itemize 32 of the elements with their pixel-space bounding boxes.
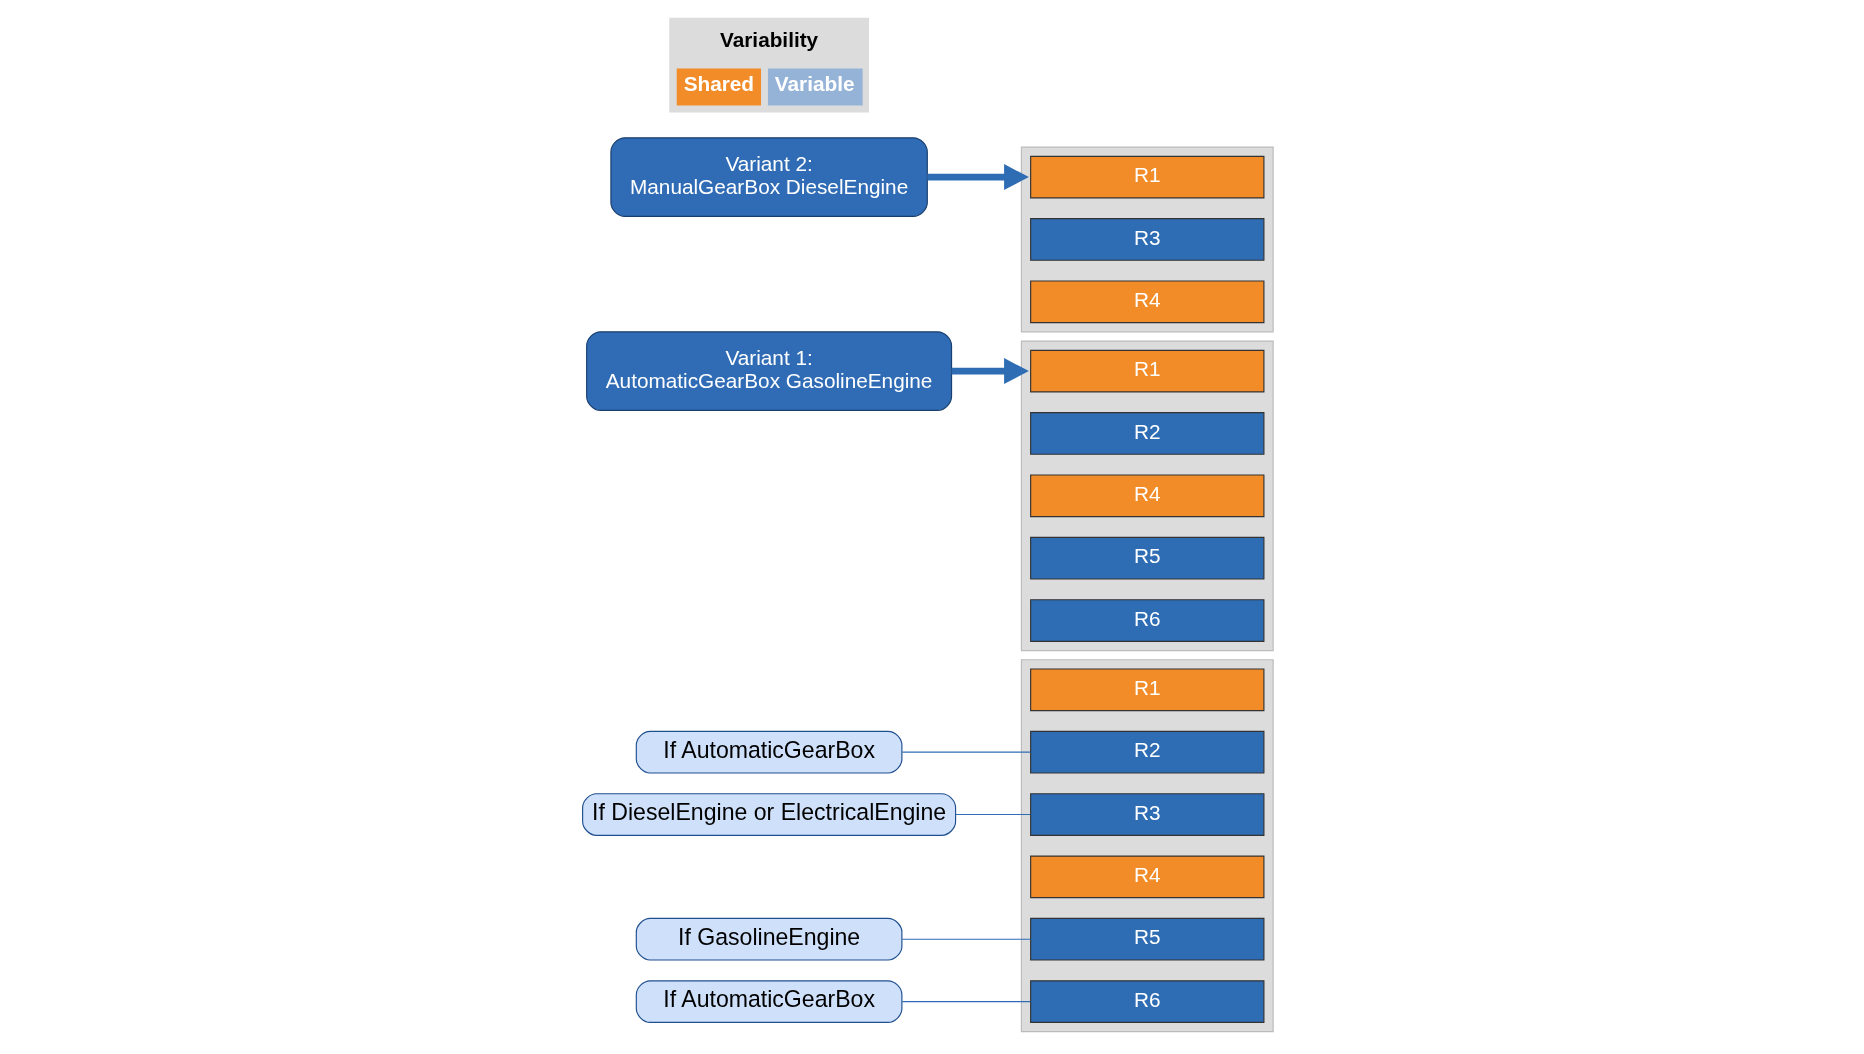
node-box: R4 [1029,855,1264,899]
legend-label: Variable [774,71,855,95]
connector [901,938,1031,940]
arrow [951,358,1029,385]
connector [954,813,1031,816]
node-box: R2 [1029,730,1264,774]
legend-label: Shared [683,71,754,95]
node-box: If GasolineEngine [635,917,902,961]
node-box: If DieselEngine or ElectricalEngine [581,793,956,836]
node-box: If AutomaticGearBox [635,730,902,774]
node-box: R1 [1029,349,1264,393]
node-box: R5 [1029,536,1264,580]
node-box: If AutomaticGearBox [635,980,902,1023]
cluster [1020,340,1274,652]
node-box: R6 [1029,980,1264,1023]
node-box: R3 [1029,218,1264,261]
node-box: R1 [1029,155,1264,199]
arrow [927,164,1029,191]
label: Variability [719,28,818,52]
node-box: R5 [1029,917,1264,961]
node-box: R2 [1029,412,1264,455]
connector [901,1001,1031,1003]
cluster [1020,659,1274,1033]
node-box: R1 [1029,668,1264,712]
node-box: Variant 1: AutomaticGearBox GasolineEngine [585,331,952,411]
node-box: R4 [1029,474,1264,518]
node-box: R6 [1029,599,1264,642]
node-box: Variant 2: ManualGearBox DieselEngine [609,137,928,217]
node-box: R3 [1029,793,1264,836]
cluster [1020,146,1274,333]
node-box: R4 [1029,280,1264,324]
connector [901,751,1031,753]
